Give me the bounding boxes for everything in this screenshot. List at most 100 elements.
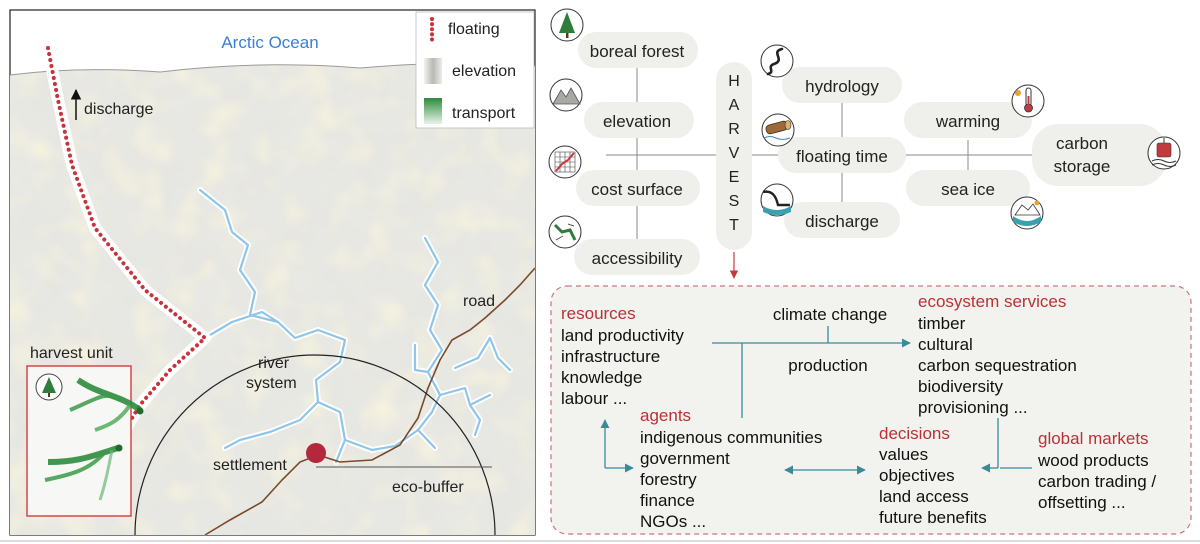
river-system-label-1: river xyxy=(258,355,290,372)
label-cost-surface: cost surface xyxy=(591,180,683,199)
label-carbon-storage-2: storage xyxy=(1054,157,1111,176)
resources-title: resources xyxy=(561,304,636,323)
resources-item: knowledge xyxy=(561,368,642,387)
label-discharge: discharge xyxy=(805,212,879,231)
mountains-icon xyxy=(552,87,581,105)
ocean-label: Arctic Ocean xyxy=(221,33,318,52)
discharge-label: discharge xyxy=(84,101,153,118)
icon-floating-time xyxy=(761,113,795,147)
resources-item: infrastructure xyxy=(561,347,660,366)
icon-warming xyxy=(1011,84,1045,118)
pill-elevation xyxy=(584,102,694,138)
buoy-icon xyxy=(1151,138,1177,167)
harvest-letter-t: T xyxy=(729,217,739,234)
iceberg-icon xyxy=(1013,200,1041,226)
legend-elevation-swatch xyxy=(424,58,442,84)
icon-discharge xyxy=(760,183,794,217)
decisions-item: values xyxy=(879,445,928,464)
icon-accessibility xyxy=(548,215,582,249)
log-icon xyxy=(763,120,792,140)
pill-sea-ice xyxy=(906,170,1030,206)
harvest-unit-label: harvest unit xyxy=(30,345,113,362)
eco-buffer-arc xyxy=(134,354,496,536)
pill-boreal-forest xyxy=(578,32,698,68)
map-legend: floating elevation transport xyxy=(415,11,535,129)
harvest-letters: H A R V E S T xyxy=(728,73,740,234)
services-item: timber xyxy=(918,314,966,333)
agents-title: agents xyxy=(640,406,691,425)
label-accessibility: accessibility xyxy=(592,249,683,268)
tree-trunk xyxy=(48,393,50,397)
label-floating-time: floating time xyxy=(796,147,888,166)
legend-transport: transport xyxy=(452,105,516,122)
icon-sea-ice xyxy=(1010,196,1044,230)
pill-cost-surface xyxy=(576,170,700,206)
tree-icon xyxy=(42,377,56,393)
legend-transport-swatch xyxy=(424,98,442,124)
harvest-letter-v: V xyxy=(729,145,740,162)
services-item: cultural xyxy=(918,335,973,354)
production-label: production xyxy=(788,356,867,375)
harvest-letter-h: H xyxy=(728,73,740,90)
route-map-icon xyxy=(553,223,577,241)
harvest-letter-e: E xyxy=(729,169,740,186)
legend-floating: floating xyxy=(448,21,500,38)
thermometer-icon xyxy=(1015,87,1033,113)
stream-icon xyxy=(766,47,784,76)
icon-boreal-forest xyxy=(550,8,584,42)
river-system-label-2: system xyxy=(246,375,297,392)
label-carbon-storage-1: carbon xyxy=(1056,134,1108,153)
label-elevation: elevation xyxy=(603,112,671,131)
markets-item: carbon trading / xyxy=(1038,472,1156,491)
road-label: road xyxy=(463,293,495,310)
agents-item: forestry xyxy=(640,470,697,489)
services-item: provisioning ... xyxy=(918,398,1028,417)
pill-warming xyxy=(904,102,1032,138)
services-item: carbon sequestration xyxy=(918,356,1077,375)
legend-elevation: elevation xyxy=(452,63,516,80)
pill-accessibility xyxy=(574,239,700,275)
services-title: ecosystem services xyxy=(918,292,1066,311)
markets-item: wood products xyxy=(1037,451,1149,470)
label-sea-ice: sea ice xyxy=(941,180,995,199)
services-item: biodiversity xyxy=(918,377,1004,396)
decisions-item: land access xyxy=(879,487,969,506)
decisions-item: objectives xyxy=(879,466,955,485)
icon-hydrology xyxy=(760,44,794,78)
agents-item: finance xyxy=(640,491,695,510)
label-hydrology: hydrology xyxy=(805,77,879,96)
icon-elevation xyxy=(549,78,583,112)
pill-discharge xyxy=(784,202,900,238)
resources-item: labour ... xyxy=(561,389,627,408)
framework-box: resources land productivity infrastructu… xyxy=(550,285,1192,535)
icon-carbon-storage xyxy=(1147,136,1181,170)
settlement-label: settlement xyxy=(213,457,287,474)
transport-skid-trails xyxy=(44,377,144,501)
icon-cost-surface xyxy=(548,145,582,179)
pill-hydrology xyxy=(782,67,902,103)
floating-route xyxy=(42,46,211,442)
eco-buffer-label: eco-buffer xyxy=(392,479,464,496)
agents-item: indigenous communities xyxy=(640,428,822,447)
decisions-title: decisions xyxy=(879,424,950,443)
harvest-letter-r: R xyxy=(728,121,740,138)
harvest-pill xyxy=(716,62,752,250)
label-warming: warming xyxy=(935,112,1000,131)
decisions-item: future benefits xyxy=(879,508,987,527)
agents-item: government xyxy=(640,449,730,468)
label-boreal-forest: boreal forest xyxy=(590,42,685,61)
markets-item: offsetting ... xyxy=(1038,493,1126,512)
road-line xyxy=(204,267,536,536)
settlement-marker xyxy=(306,443,326,463)
factor-diagram: boreal forest elevation cost surface acc… xyxy=(548,8,1181,279)
harvest-letter-a: A xyxy=(729,97,740,114)
pill-carbon-storage xyxy=(1032,124,1166,186)
pill-floating-time xyxy=(778,137,906,173)
climate-change-label: climate change xyxy=(773,305,887,324)
tree-icon xyxy=(559,12,575,33)
river-system xyxy=(197,187,513,465)
markets-title: global markets xyxy=(1038,429,1149,448)
agents-item: NGOs ... xyxy=(640,512,706,531)
waterfall-icon xyxy=(762,190,790,207)
